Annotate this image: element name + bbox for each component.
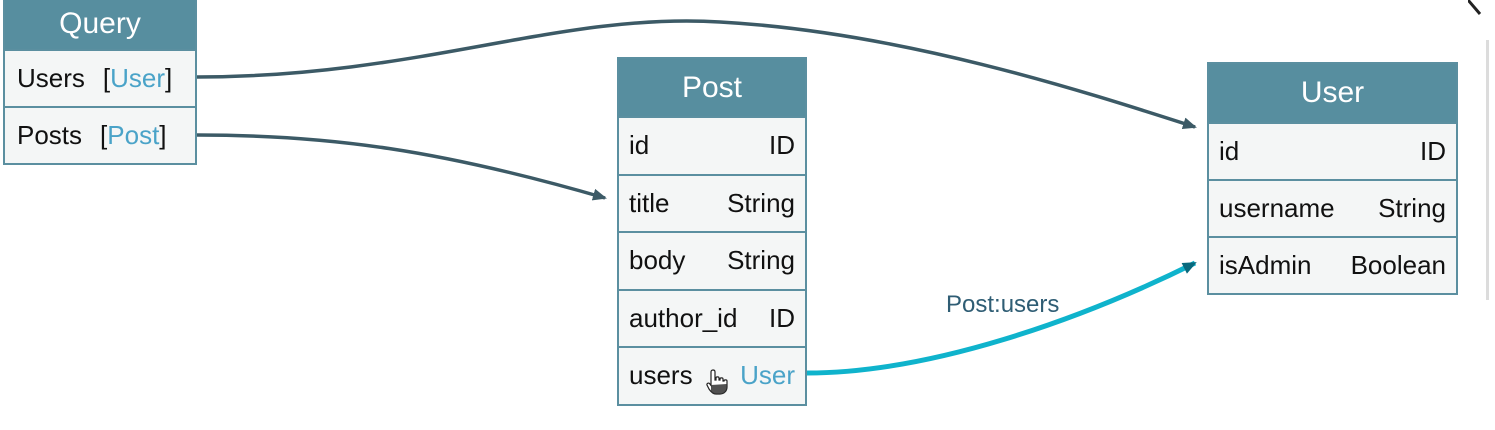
field-name: body [629,245,686,276]
canvas-edge-shadow [1468,0,1489,300]
field-type: Boolean [1350,250,1446,280]
field-type[interactable]: User [740,360,795,391]
field-type: ID [769,130,795,161]
field-post-title[interactable]: title String [619,173,805,232]
edge-label-post-users: Post:users [946,291,1060,318]
field-type: ID [1420,136,1446,166]
field-type-wrapper: [Post] [100,120,167,150]
field-name: id [629,130,650,161]
field-name: author_id [629,302,738,333]
field-post-body[interactable]: body String [619,231,805,289]
edge-query-users-to-user[interactable] [196,19,1197,130]
field-name: users [629,360,693,391]
field-type: String [727,245,795,276]
field-post-author-id[interactable]: author_id ID [619,288,805,347]
field-user-isadmin[interactable]: isAdmin Boolean [1209,236,1456,293]
field-query-users[interactable]: Users [User] [5,49,195,106]
field-type[interactable]: User [110,63,166,93]
field-user-id[interactable]: id ID [1209,122,1456,179]
field-name: title [629,187,670,218]
field-type[interactable]: Post [107,120,160,150]
field-name: id [1219,136,1240,166]
field-name: Users [17,63,85,93]
field-name: username [1219,193,1335,223]
field-user-username[interactable]: username String [1209,179,1456,236]
field-type: ID [769,302,795,333]
hand-pointer-icon [706,369,728,395]
field-post-id[interactable]: id ID [619,116,805,174]
field-name: Posts [17,120,83,150]
field-type: String [1378,193,1446,223]
edge-query-posts-to-post[interactable] [196,133,607,201]
node-user[interactable]: User id ID username String isAdmin Boole… [1207,62,1458,295]
field-type: String [727,187,795,218]
edge-post-users-to-user[interactable] [806,260,1197,376]
field-query-posts[interactable]: Posts [Post] [5,106,195,163]
node-query-title[interactable]: Query [5,0,195,49]
field-type-wrapper: [User] [102,63,173,93]
field-name: isAdmin [1219,250,1312,280]
node-post-title[interactable]: Post [619,59,805,116]
field-post-users[interactable]: users User [619,346,805,404]
node-user-title[interactable]: User [1209,64,1456,122]
node-query[interactable]: Query Users [User] Posts [Post] [3,0,197,165]
node-post[interactable]: Post id ID title String body String auth… [617,57,807,406]
